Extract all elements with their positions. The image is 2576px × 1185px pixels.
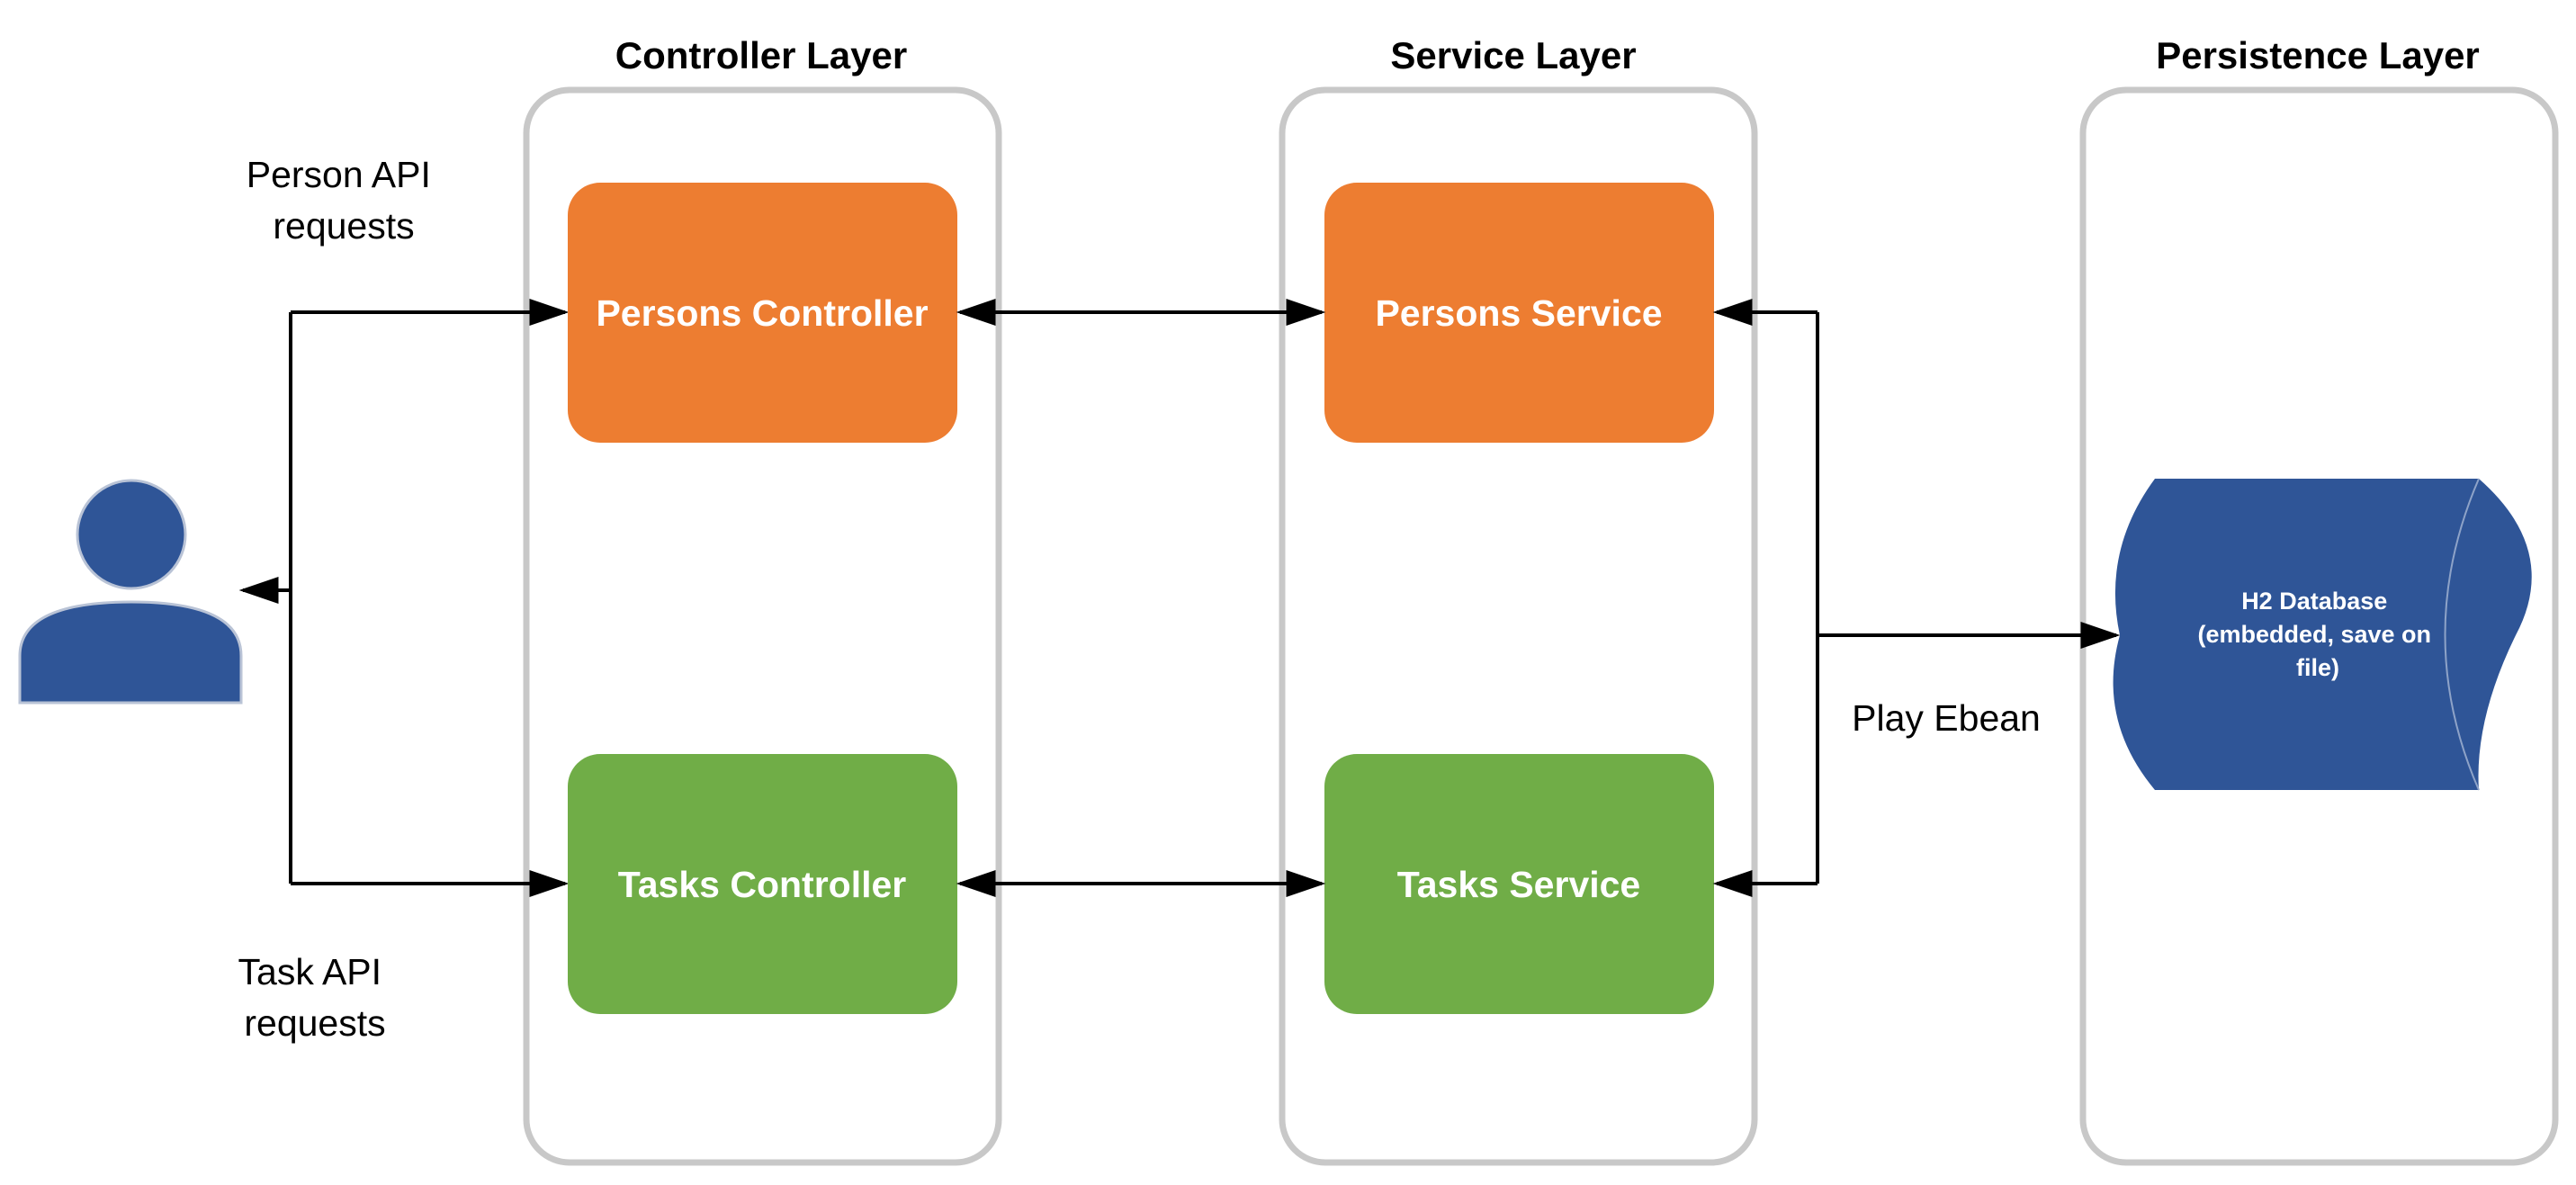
- persons-controller-label: Persons Controller: [596, 292, 928, 334]
- persistence-layer-title: Persistence Layer: [2156, 34, 2480, 76]
- controller-layer-title: Controller Layer: [615, 34, 907, 76]
- persons-controller-box: Persons Controller: [568, 183, 957, 443]
- task-api-label-line2: requests: [244, 1002, 385, 1044]
- user-connector: [238, 299, 570, 897]
- db-label-line2: (embedded, save on: [2197, 621, 2431, 648]
- person-api-label-line1: Person API: [247, 154, 431, 195]
- task-api-label: Task API requests: [238, 951, 392, 1044]
- person-api-label: Person API requests: [247, 154, 442, 247]
- h2-database-label: H2 Database (embedded, save on file): [2197, 588, 2437, 681]
- tasks-controller-label: Tasks Controller: [618, 864, 907, 905]
- persons-service-label: Persons Service: [1375, 292, 1662, 334]
- person-api-label-line2: requests: [273, 205, 414, 247]
- h2-database-icon: H2 Database (embedded, save on file): [2113, 478, 2532, 791]
- tasks-controller-box: Tasks Controller: [568, 754, 957, 1014]
- user-icon: [18, 479, 243, 705]
- ebean-connector: [1712, 299, 2121, 897]
- play-ebean-label: Play Ebean: [1852, 697, 2041, 739]
- task-api-label-line1: Task API: [238, 951, 382, 992]
- tasks-service-label: Tasks Service: [1397, 864, 1641, 905]
- tasks-service-box: Tasks Service: [1324, 754, 1714, 1014]
- persons-service-box: Persons Service: [1324, 183, 1714, 443]
- db-label-line3: file): [2296, 654, 2339, 681]
- service-layer-title: Service Layer: [1390, 34, 1636, 76]
- db-label-line1: H2 Database: [2241, 588, 2387, 615]
